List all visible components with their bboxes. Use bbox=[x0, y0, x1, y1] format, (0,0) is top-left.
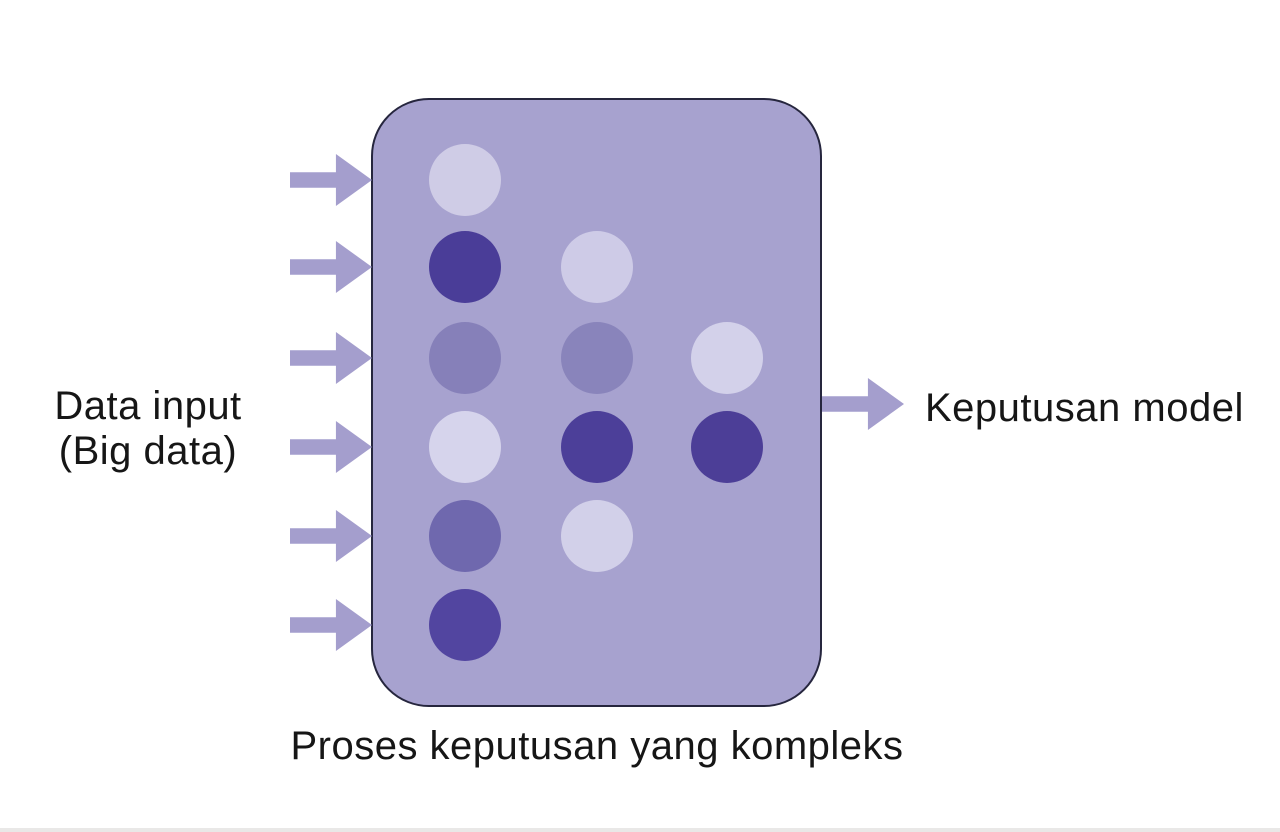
process-node bbox=[561, 322, 633, 394]
input-arrow-icon bbox=[290, 510, 372, 562]
input-arrow-icon bbox=[290, 599, 372, 651]
process-node bbox=[691, 411, 763, 483]
input-label: Data input (Big data) bbox=[54, 384, 241, 474]
input-arrow-icon bbox=[290, 154, 372, 206]
output-label: Keputusan model bbox=[925, 386, 1244, 430]
input-label-line2: (Big data) bbox=[58, 429, 238, 473]
input-arrow-icon bbox=[290, 332, 372, 384]
process-node bbox=[429, 322, 501, 394]
process-node bbox=[429, 411, 501, 483]
process-node bbox=[561, 500, 633, 572]
output-arrow-icon bbox=[822, 378, 904, 430]
process-node bbox=[429, 144, 501, 216]
process-node bbox=[561, 411, 633, 483]
bottom-edge-line bbox=[0, 828, 1280, 832]
process-node bbox=[691, 322, 763, 394]
process-label: Proses keputusan yang kompleks bbox=[290, 724, 904, 768]
input-arrow-icon bbox=[290, 421, 372, 473]
process-node bbox=[429, 589, 501, 661]
input-label-line1: Data input bbox=[54, 384, 242, 428]
input-arrow-icon bbox=[290, 241, 372, 293]
process-node bbox=[429, 231, 501, 303]
process-node bbox=[561, 231, 633, 303]
process-node bbox=[429, 500, 501, 572]
